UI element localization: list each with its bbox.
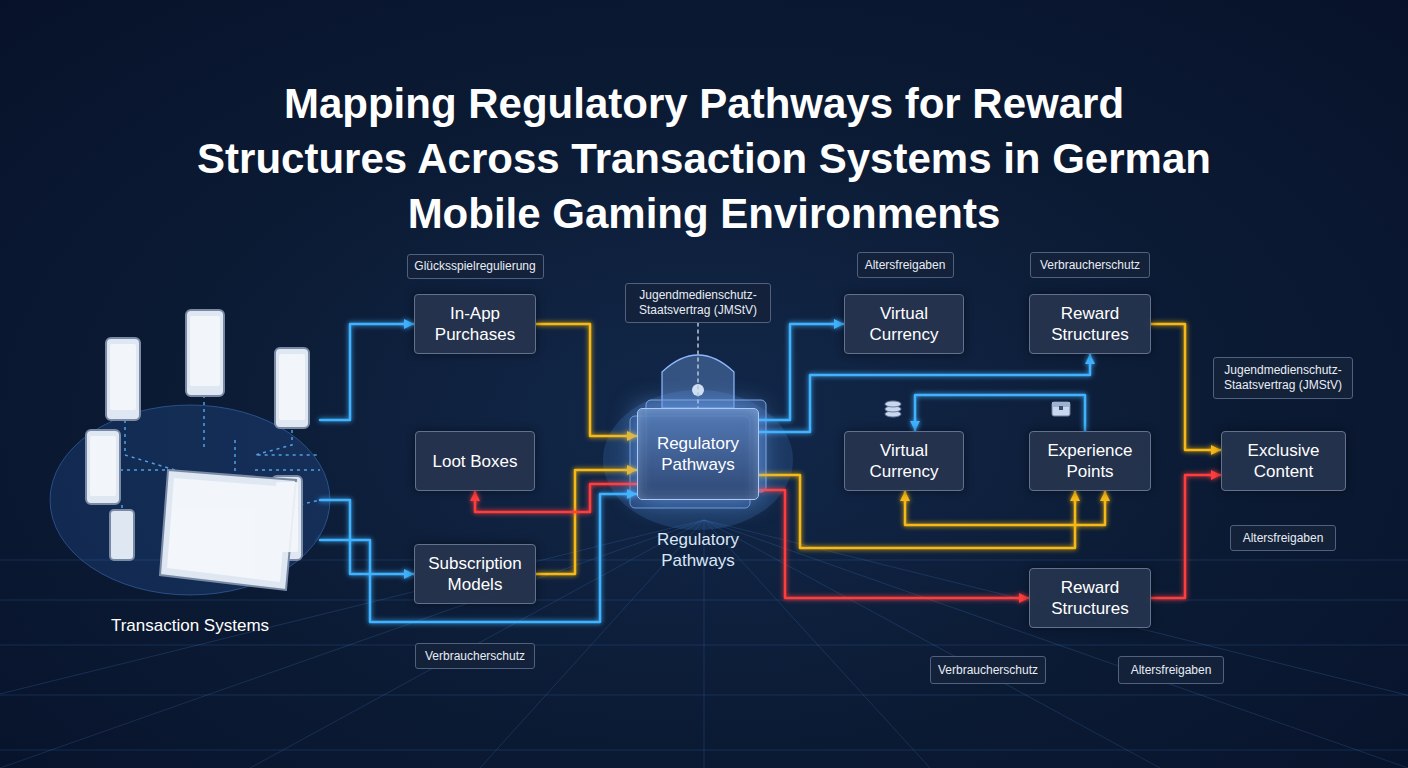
coin-icon: [885, 401, 901, 417]
node-text: Jugendmedienschutz-Staatsvertrag (JMStV): [632, 288, 764, 318]
node-text: Regulatory Pathways: [646, 433, 750, 475]
flow-connector: [320, 500, 414, 574]
process-box: Virtual Currency: [844, 294, 964, 354]
flow-connector: [964, 460, 1029, 463]
process-box: Subscription Models: [414, 544, 536, 604]
diagram-title: Mapping Regulatory Pathways for Reward S…: [184, 76, 1224, 241]
process-box: Reward Structures: [1029, 294, 1151, 354]
regulation-tag: Glücksspielregulierung: [407, 254, 544, 279]
flow-connector: [536, 324, 637, 436]
regulation-tag: Altersfreigaben: [1118, 656, 1224, 684]
flow-connector: [320, 324, 414, 420]
flow-connector: [759, 354, 1090, 432]
flow-connector: [1151, 475, 1221, 598]
regulation-tag: Verbraucherschutz: [930, 656, 1046, 684]
node-text: Altersfreigaben: [1131, 663, 1212, 678]
flow-connector: [1282, 399, 1285, 431]
flow-connector: [536, 470, 637, 574]
node-text: Altersfreigaben: [1243, 531, 1324, 546]
flow-connector: [759, 460, 844, 463]
hub-box: Regulatory PathwaysRegulatory Pathways: [637, 408, 759, 500]
node-text: Exclusive Content: [1230, 440, 1337, 482]
flow-connector: [964, 323, 1029, 326]
process-box: Virtual Currency: [844, 431, 964, 491]
node-text: Experience Points: [1038, 440, 1142, 482]
flow-connector: [697, 323, 699, 408]
flow-connector: [759, 490, 1029, 598]
process-box: Reward Structures: [1029, 568, 1151, 628]
flow-connector: [915, 395, 1085, 431]
device-group: Transaction Systems: [60, 290, 320, 640]
node-text: Reward Structures: [1038, 577, 1142, 619]
regulation-tag: Verbraucherschutz: [415, 643, 535, 669]
process-box: Exclusive Content: [1221, 431, 1346, 491]
node-text: In-App Purchases: [423, 303, 527, 345]
device-illustration: [50, 310, 330, 595]
regulation-tag: Verbraucherschutz: [1030, 252, 1150, 278]
node-caption: Regulatory Pathways: [628, 529, 768, 571]
flow-connector: [759, 324, 844, 420]
regulation-tag: Altersfreigaben: [1230, 525, 1336, 551]
node-text: Verbraucherschutz: [938, 663, 1038, 678]
regulation-tag: Altersfreigaben: [857, 252, 954, 278]
node-text: Transaction Systems: [111, 615, 269, 636]
node-text: Altersfreigaben: [865, 258, 946, 273]
node-text: Verbraucherschutz: [1040, 258, 1140, 273]
process-box: In-App Purchases: [414, 294, 536, 354]
flow-connector: [535, 455, 637, 458]
node-text: Virtual Currency: [853, 303, 955, 345]
flow-connector: [905, 491, 1105, 525]
node-text: Reward Structures: [1038, 303, 1142, 345]
node-text: Verbraucherschutz: [425, 649, 525, 664]
flow-connector: [1151, 460, 1221, 463]
chest-icon: [1052, 402, 1070, 416]
node-text: Loot Boxes: [432, 451, 517, 472]
process-box: Experience Points: [1029, 431, 1151, 491]
node-text: Subscription Models: [423, 553, 527, 595]
flow-connector: [320, 460, 415, 463]
process-box: Loot Boxes: [415, 431, 535, 491]
flow-connector: [1151, 324, 1221, 450]
node-text: Glücksspielregulierung: [414, 259, 535, 274]
regulation-tag: Jugendmedienschutz-Staatsvertrag (JMStV): [1213, 357, 1353, 399]
node-text: Virtual Currency: [853, 440, 955, 482]
regulation-tag: Jugendmedienschutz-Staatsvertrag (JMStV): [625, 283, 771, 323]
node-text: Jugendmedienschutz-Staatsvertrag (JMStV): [1220, 363, 1346, 393]
